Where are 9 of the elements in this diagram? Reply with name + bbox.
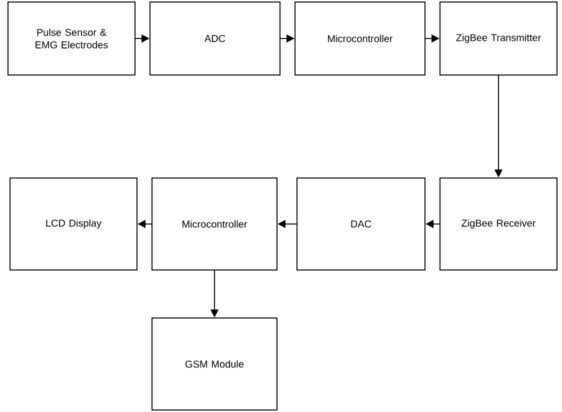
block-box: Pulse Sensor & EMG Electrodes	[8, 2, 136, 76]
block-box: LCD Display	[10, 178, 138, 270]
block-box: Microcontroller	[152, 178, 278, 270]
block-box: GSM Module	[152, 318, 278, 410]
block-box: ADC	[150, 2, 280, 76]
block-box: DAC	[296, 178, 426, 270]
block-box: ZigBee Transmitter	[440, 2, 558, 76]
block-box: Microcontroller	[294, 2, 426, 76]
block-box: ZigBee Receiver	[440, 178, 558, 270]
